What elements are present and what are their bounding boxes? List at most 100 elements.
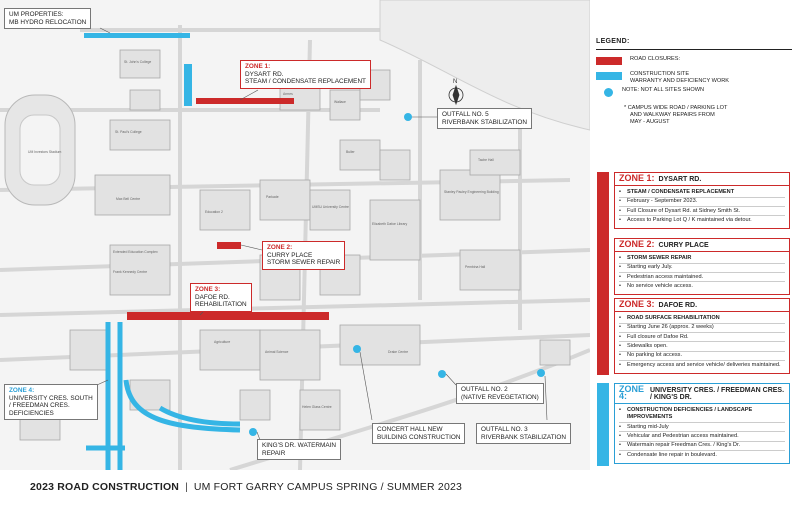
legend-dot-note: NOTE: NOT ALL SITES SHOWN (622, 87, 705, 93)
callout-outfall5[interactable]: OUTFALL NO. 5 RIVERBANK STABILIZATION (437, 108, 532, 130)
label-parkade: Parkade (266, 195, 279, 199)
zone2-item: •No service vehicle access. (619, 282, 693, 289)
zone-bar-red (597, 172, 609, 375)
construction-zone1-vertical (184, 64, 192, 106)
legend: LEGEND: ROAD CLOSURES: CONSTRUCTION SITE… (596, 38, 792, 126)
dot-concert-hall (353, 345, 361, 353)
campus-map[interactable]: N Max Bell Centre Education 2 Extended E… (0, 0, 590, 470)
zone1-item: •Full Closure of Dysart Rd. at Sidney Sm… (619, 207, 785, 217)
zone4-title: UNIVERSITY CRES. / FREEDMAN CRES. / King… (649, 387, 785, 402)
zone-bar-blue (597, 383, 609, 466)
callout-kings-dr-l2: REPAIR (262, 449, 286, 457)
site-dot-swatch (604, 88, 613, 97)
dot-kings-dr (249, 428, 257, 436)
site-dots (249, 113, 545, 436)
callout-zone2[interactable]: ZONE 2: CURRY PLACE STORM SEWER REPAIR (262, 241, 346, 270)
zone4-item: •Watermain repair Freedman Cres. / King'… (619, 442, 785, 452)
callout-outfall2-l2: (NATIVE REVEGETATION) (461, 393, 539, 401)
label-stanley-pauley: Stanley Pauley Engineering Building (444, 190, 499, 194)
callout-zone1[interactable]: ZONE 1: DYSART RD. STEAM / CONDENSATE RE… (240, 60, 371, 89)
zone2-item: •Pedestrian access maintained. (619, 273, 785, 283)
legend-campus-note-l2: AND WALKWAY REPAIRS FROM (630, 112, 715, 118)
callout-outfall3-l2: RIVERBANK STABILIZATION (481, 433, 566, 441)
dot-outfall2 (438, 370, 446, 378)
zone2-panel: ZONE 2: CURRY PLACE •STORM SEWER REPAIR … (614, 238, 790, 295)
label-st-pauls: St. Paul's College (115, 130, 142, 134)
legend-closures-label: ROAD CLOSURES: (630, 56, 681, 62)
label-max-bell: Max Bell Centre (116, 197, 141, 201)
callout-concert-hall[interactable]: CONCERT HALL NEW BUILDING CONSTRUCTION (372, 423, 466, 445)
zone2-number: ZONE 2: (619, 239, 655, 249)
construction-sites (84, 33, 192, 106)
callout-zone1-l2: DYSART RD. (245, 70, 284, 78)
label-wallace: Wallace (334, 100, 346, 104)
zone3-item: •Starting June 26 (approx. 2 weeks) (619, 324, 785, 333)
label-animal-science: Animal Science (265, 350, 289, 354)
zone3-item: •No parking lot access. (619, 352, 785, 362)
label-helen-glass: Helen Glass Centre (302, 405, 332, 409)
zone3-item: •Full closure of Dafoe Rd. (619, 333, 785, 343)
legend-construction-l2: WARRANTY AND DEFICIENCY WORK (630, 78, 730, 84)
closure-zone3-dafoe-rd (127, 312, 329, 320)
legend-row-closures: ROAD CLOSURES: (596, 56, 792, 65)
compass-rose (448, 84, 464, 106)
callout-um-properties-l1: UM PROPERTIES: (9, 11, 64, 18)
callout-outfall2[interactable]: OUTFALL NO. 2 (NATIVE REVEGETATION) (456, 383, 544, 405)
callout-concert-hall-l1: CONCERT HALL NEW (377, 426, 443, 433)
callout-zone4-l2: UNIVERSITY CRES. SOUTH (9, 394, 93, 402)
callout-zone1-l1: ZONE 1: (245, 63, 271, 70)
riverbank (379, 0, 590, 131)
zone2-item: •STORM SEWER REPAIR (619, 254, 785, 264)
zone3-item: •ROAD SURFACE REHABILITATION (619, 314, 785, 324)
zone2-list: •STORM SEWER REPAIR •Starting early July… (615, 252, 789, 294)
zone4-item: •Starting mid-July (619, 423, 785, 433)
zone2-title: CURRY PLACE (658, 242, 709, 249)
footer-separator: | (185, 481, 188, 493)
zone3-title: DAFOE RD. (658, 302, 698, 309)
label-armes: Armes (283, 92, 293, 96)
label-extended-ed: Extended Education Complex (113, 250, 158, 254)
road-closures (127, 98, 329, 320)
callout-zone2-l3: STORM SEWER REPAIR (267, 259, 341, 267)
callout-outfall5-l2: RIVERBANK STABILIZATION (442, 118, 527, 126)
zone4-item: •CONSTRUCTION DEFICIENCIES / LANDSCAPE I… (619, 406, 785, 423)
label-frank-kennedy: Frank Kennedy Centre (113, 270, 148, 274)
callout-outfall3[interactable]: OUTFALL NO. 3 RIVERBANK STABILIZATION (476, 423, 571, 445)
zone4-list: •CONSTRUCTION DEFICIENCIES / LANDSCAPE I… (615, 404, 789, 462)
legend-row-dot: NOTE: NOT ALL SITES SHOWN (596, 87, 792, 97)
label-buller: Buller (346, 150, 355, 154)
zone1-item: •Access to Parking Lot Q / K maintained … (619, 216, 752, 223)
zone1-item: •STEAM / CONDENSATE REPLACEMENT (619, 188, 785, 198)
compass-north: N (453, 79, 457, 85)
zone4-panel: ZONE 4: UNIVERSITY CRES. / FREEDMAN CRES… (614, 383, 790, 464)
zone1-item: •February - September 2023. (619, 198, 785, 207)
legend-campus-note: * CAMPUS WIDE ROAD / PARKING LOT AND WAL… (596, 105, 792, 126)
road-closure-swatch (596, 57, 622, 65)
callout-um-properties[interactable]: UM PROPERTIES: MB HYDRO RELOCATION (4, 8, 92, 30)
footer-title-bold: 2023 ROAD CONSTRUCTION (30, 481, 180, 493)
zone3-header: ZONE 3: DAFOE RD. (615, 299, 789, 313)
legend-title: LEGEND: (596, 38, 792, 50)
callout-zone4[interactable]: ZONE 4: UNIVERSITY CRES. SOUTH / FREEDMA… (4, 384, 98, 421)
callout-zone4-l3: / FREEDMAN CRES. (9, 402, 70, 410)
callout-zone3[interactable]: ZONE 3: DAFOE RD. REHABILITATION (190, 283, 252, 312)
callout-outfall5-l1: OUTFALL NO. 5 (442, 111, 489, 118)
zone4-number: ZONE 4: (619, 384, 645, 402)
callout-kings-dr[interactable]: KING'S DR. WATERMAIN REPAIR (257, 439, 342, 461)
stadium-shape (4, 94, 76, 206)
zone4-item: •Condensate line repair in boulevard. (619, 451, 717, 458)
callout-zone3-l1: ZONE 3: (195, 286, 221, 293)
zone1-list: •STEAM / CONDENSATE REPLACEMENT •Februar… (615, 186, 789, 228)
construction-zone4-roads (86, 322, 241, 470)
zone4-item: •Vehicular and Pedestrian access maintai… (619, 432, 785, 442)
callout-um-properties-l2: MB HYDRO RELOCATION (9, 18, 87, 26)
callout-zone4-l1: ZONE 4: (9, 387, 35, 394)
zone3-list: •ROAD SURFACE REHABILITATION •Starting J… (615, 312, 789, 372)
zone3-item: •Emergency access and service vehicle/ d… (619, 361, 781, 368)
zone4-header: ZONE 4: UNIVERSITY CRES. / FREEDMAN CRES… (615, 384, 789, 405)
callout-outfall3-l1: OUTFALL NO. 3 (481, 426, 528, 433)
label-drake: Drake Centre (388, 350, 409, 354)
label-stadium: UM Investors Stadium (28, 150, 62, 154)
zone3-number: ZONE 3: (619, 299, 655, 309)
closure-zone1-dysart-rd (196, 98, 294, 104)
